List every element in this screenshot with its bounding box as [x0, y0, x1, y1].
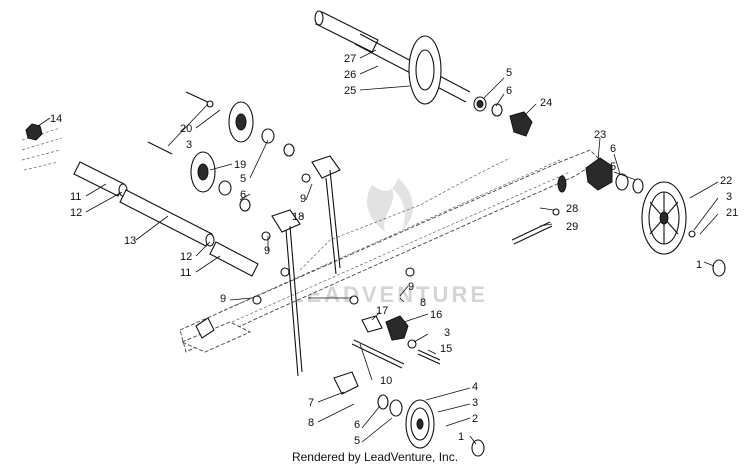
upper-left-wheels [25, 91, 295, 212]
callout-9: 9 [408, 281, 414, 293]
idler-wheel-25 [408, 35, 442, 105]
callout-10: 10 [380, 375, 392, 387]
hub-23 [585, 157, 613, 191]
callout-13: 13 [124, 235, 136, 247]
rear-axle-assembly [511, 157, 726, 277]
callout-3: 3 [726, 191, 732, 203]
callout-8: 8 [420, 297, 426, 309]
bracket-24 [509, 111, 533, 137]
callout-12: 12 [70, 207, 82, 219]
callout-12: 12 [180, 251, 192, 263]
bracket-16 [385, 315, 409, 341]
callout-28: 28 [566, 203, 578, 215]
callout-5: 5 [506, 67, 512, 79]
callout-26: 26 [344, 69, 356, 81]
callout-21: 21 [726, 207, 738, 219]
leader-lines [37, 49, 719, 445]
callout-3: 3 [472, 397, 478, 409]
callout-22: 22 [720, 175, 732, 187]
callout-14: 14 [50, 113, 62, 125]
callout-9: 9 [220, 293, 226, 305]
callout-1: 1 [696, 259, 702, 271]
callout-6: 6 [506, 85, 512, 97]
suspension-arms [252, 155, 415, 395]
callout-23: 23 [594, 129, 606, 141]
callout-3: 3 [186, 139, 192, 151]
callout-6: 6 [610, 143, 616, 155]
callout-5: 5 [354, 435, 360, 447]
callout-19: 19 [234, 159, 246, 171]
lower-hardware [351, 315, 441, 369]
callout-9: 9 [300, 193, 306, 205]
callout-1: 1 [458, 431, 464, 443]
callout-5: 5 [610, 161, 616, 173]
callout-labels: 27 26 25 5 6 24 14 20 3 19 5 6 11 12 13 … [50, 53, 738, 447]
callout-15: 15 [440, 343, 452, 355]
callout-25: 25 [344, 85, 356, 97]
callout-5: 5 [240, 173, 246, 185]
callout-2: 2 [472, 413, 478, 425]
callout-18: 18 [292, 211, 304, 223]
callout-6: 6 [240, 189, 246, 201]
callout-20: 20 [180, 123, 192, 135]
callout-27: 27 [344, 53, 356, 65]
watermark: LEADVENTURE [290, 178, 485, 307]
callout-8: 8 [308, 417, 314, 429]
render-credit-footer: Rendered by LeadVenture, Inc. [291, 450, 459, 464]
callout-24: 24 [540, 97, 552, 109]
callout-7: 7 [308, 397, 314, 409]
callout-16: 16 [430, 309, 442, 321]
upper-idler-assembly [314, 10, 533, 137]
callout-3: 3 [444, 327, 450, 339]
callout-11: 11 [180, 267, 191, 279]
cross-shafts [73, 161, 259, 277]
callout-29: 29 [566, 221, 578, 233]
callout-17: 17 [376, 305, 388, 317]
callout-9: 9 [264, 245, 270, 257]
lower-wheel-assembly [377, 394, 485, 457]
slide-rail [21, 127, 601, 353]
callout-4: 4 [472, 381, 478, 393]
callout-6: 6 [354, 419, 360, 431]
nut-14 [25, 123, 43, 141]
callout-11: 11 [70, 191, 81, 203]
